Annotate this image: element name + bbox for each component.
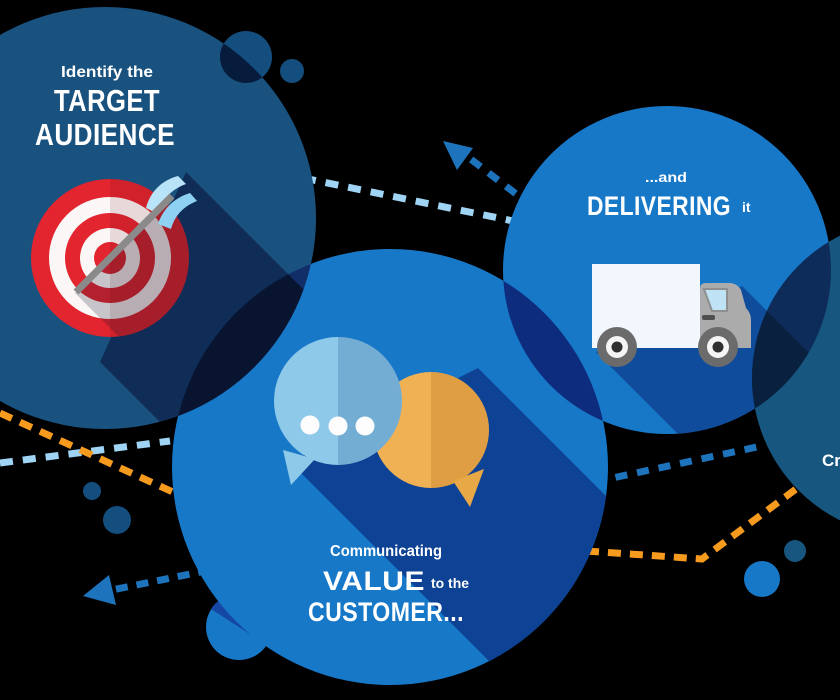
truck-wheel-right (698, 327, 738, 367)
right-dots (744, 540, 806, 597)
truck-handle (702, 315, 715, 320)
dot-right-bright (744, 561, 780, 597)
lens-ab-shadowed (172, 249, 316, 429)
dot-top-small (280, 59, 304, 83)
truck-windshield (702, 288, 728, 312)
dashed-line-value-to-creating (593, 441, 767, 486)
value-line2: VALUE (323, 566, 425, 596)
target-line3: AUDIENCE (35, 117, 175, 152)
dot-left-small (83, 482, 101, 500)
value-line3: to the (431, 575, 469, 591)
arrow-shadow-band (75, 203, 189, 337)
speech-bubbles-icon (274, 337, 489, 507)
truck-wheel-left (597, 327, 637, 367)
left-dots (83, 482, 131, 534)
bubble-dot-1 (300, 415, 320, 435)
connector-lines (0, 141, 803, 605)
target-line1: Identify the (61, 64, 153, 81)
dashed-line-orange-right (585, 483, 803, 563)
delivering-line2: DELIVERING (587, 191, 731, 221)
dashed-line-up-left (465, 154, 536, 210)
dot-right-steel (784, 540, 806, 562)
value-line4: CUSTOMER... (308, 597, 464, 627)
arrowhead-left (83, 575, 116, 605)
delivering-line1: ...and (645, 169, 687, 185)
dashed-arrow-up-icon (443, 141, 536, 210)
target-line2: TARGET (54, 83, 160, 118)
creating-label: Cr (822, 451, 840, 470)
bubbles-long-shadow (290, 368, 608, 685)
top-dots (220, 31, 304, 83)
orange-bubble-tail (453, 469, 484, 507)
delivery-truck-icon (592, 264, 751, 367)
dot-left-large (103, 506, 131, 534)
blue-bubble (274, 337, 402, 485)
bubble-dot-3 (355, 416, 375, 436)
dashed-line-left-light (0, 437, 171, 467)
orange-bubble-shade (431, 372, 489, 488)
dashed-arrow-left-icon (83, 566, 211, 605)
arrow-shaft (73, 193, 175, 295)
bubble-dot-2 (328, 416, 348, 436)
delivering-line3: it (742, 199, 751, 215)
arrow-feather-upper (146, 176, 186, 214)
blue-bubble-tail (283, 450, 315, 485)
target-icon (31, 176, 197, 337)
value-line1: Communicating (330, 543, 442, 560)
dashed-line-left-orange (0, 409, 177, 497)
arrowhead-up-left (443, 141, 473, 170)
dashed-line-target-to-delivering (302, 174, 524, 227)
arrow-feather-lower (158, 193, 197, 229)
dashed-line-bottom-left (111, 566, 211, 594)
blue-bubble-shade (338, 337, 402, 465)
